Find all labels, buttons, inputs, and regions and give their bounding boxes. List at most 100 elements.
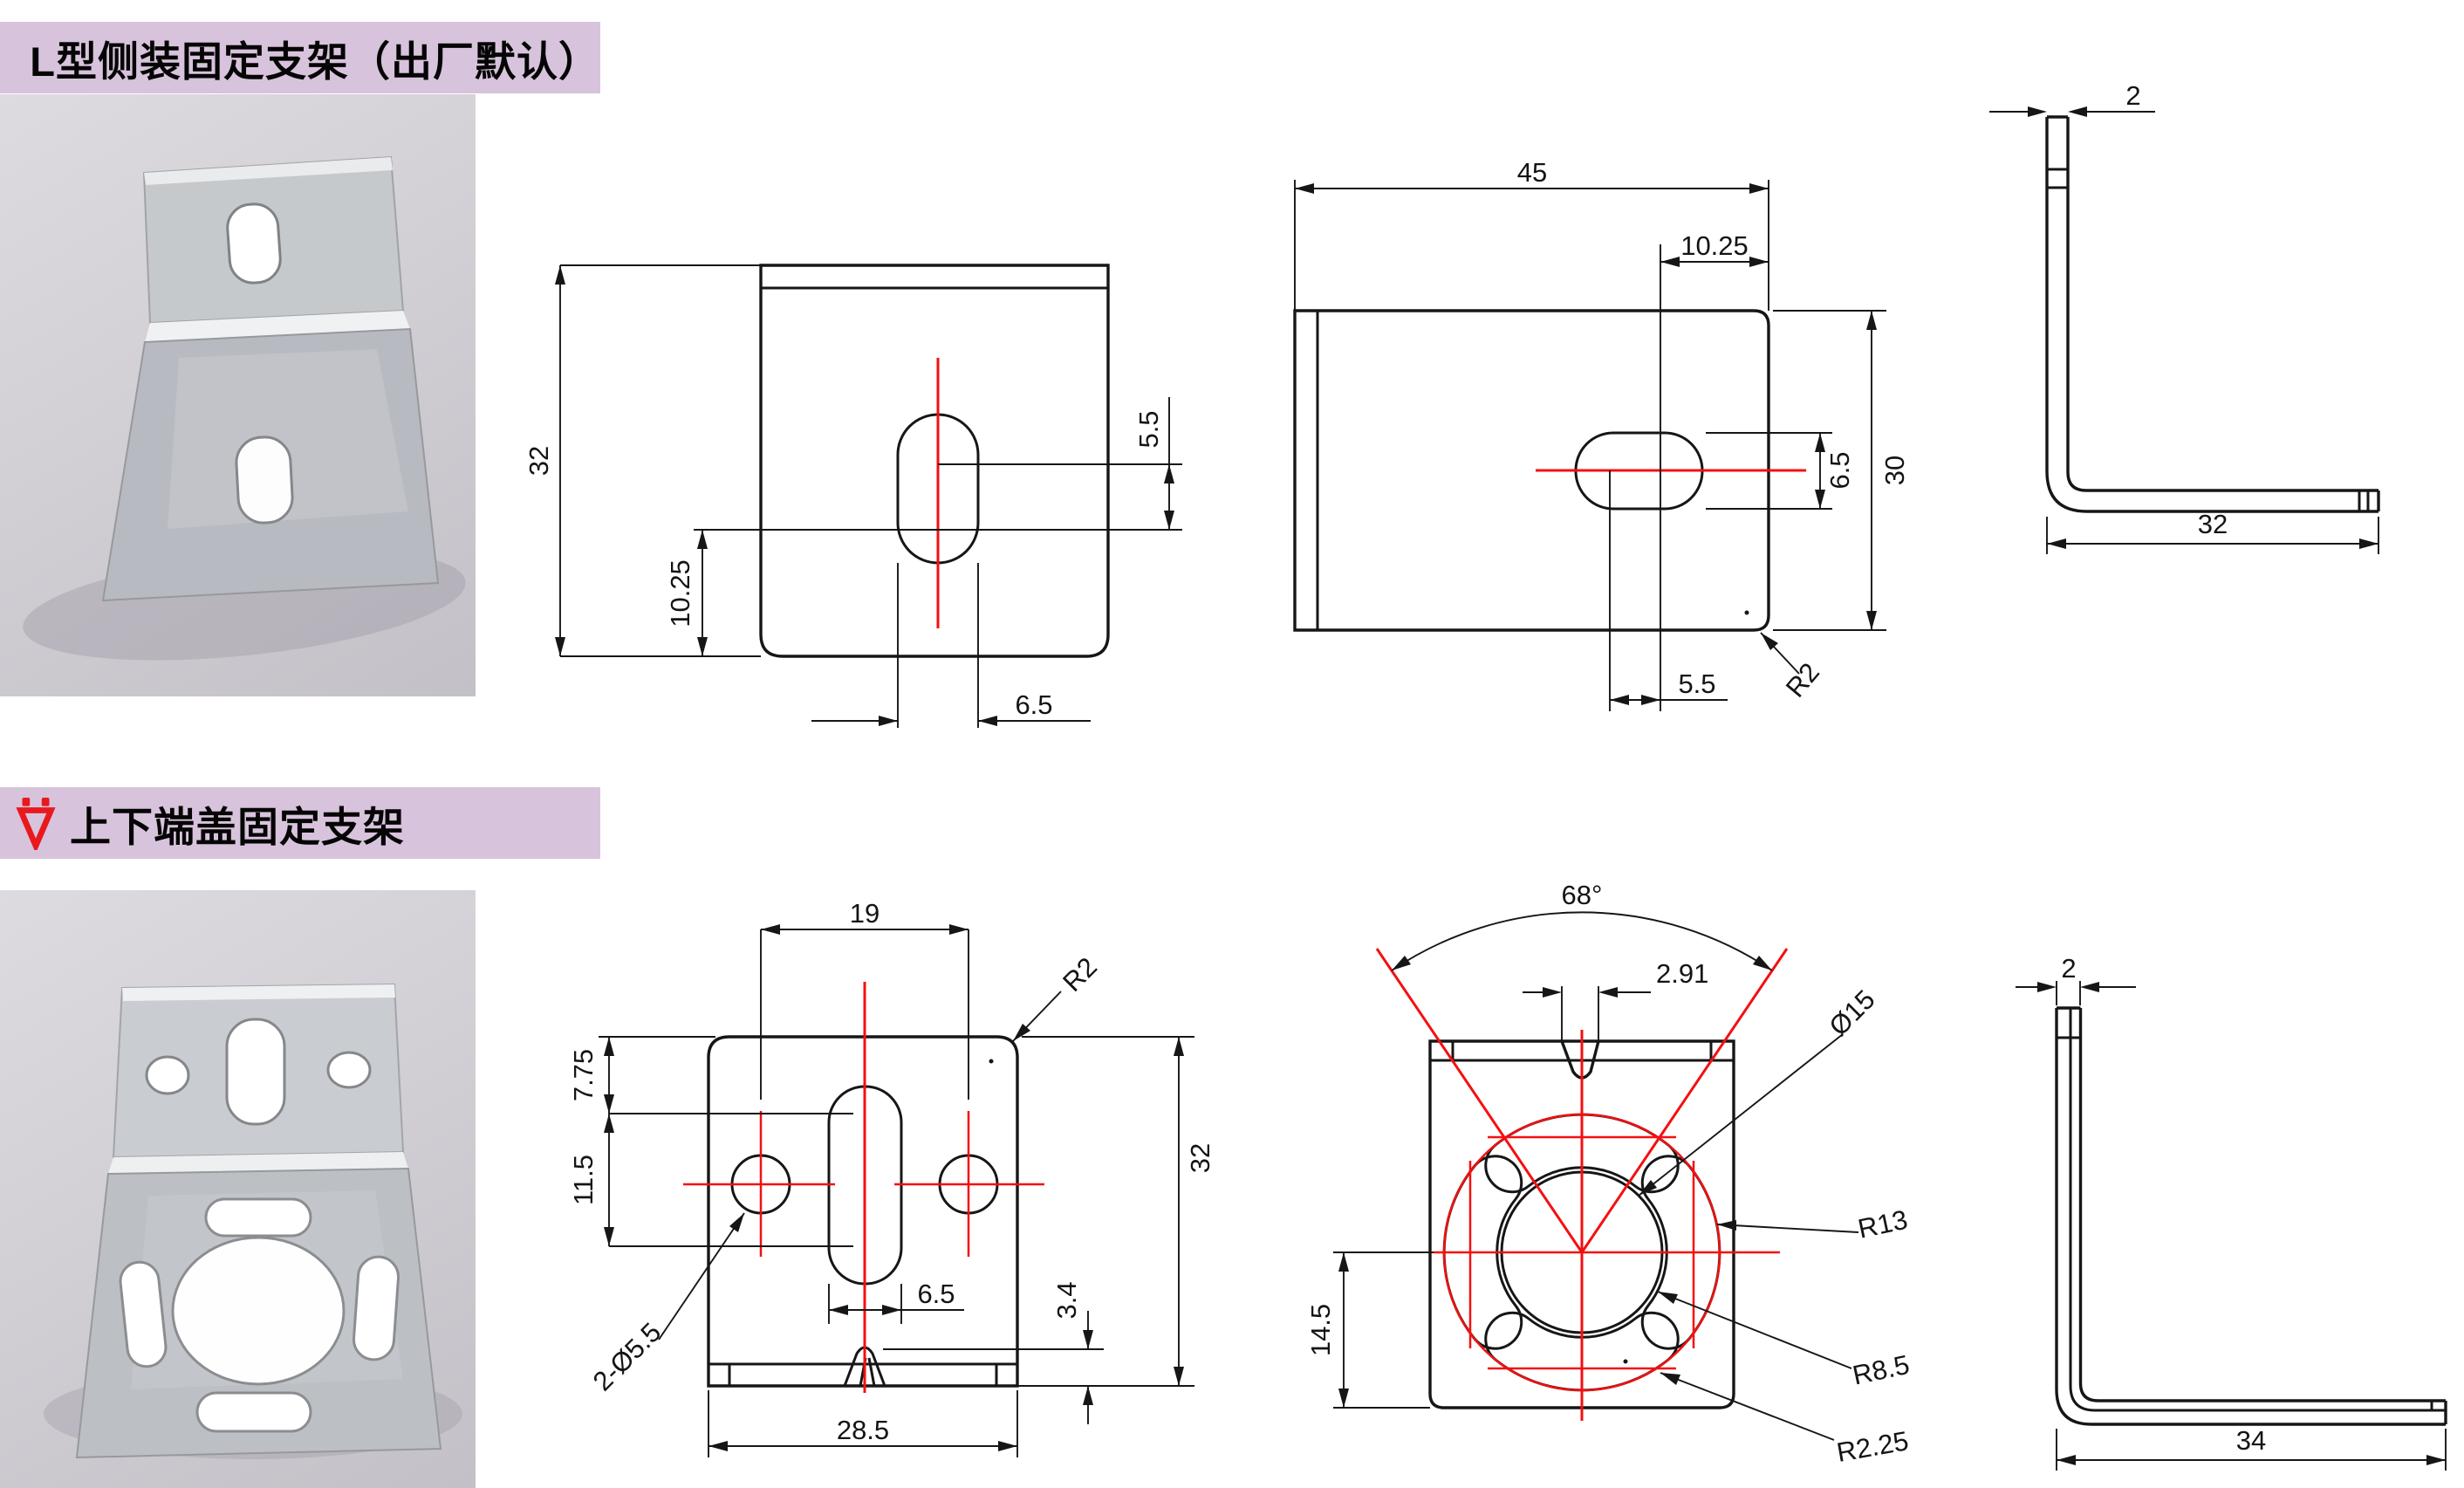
- dim-text-10-25: 10.25: [665, 559, 695, 627]
- dim-height-32: 32: [1022, 1036, 1215, 1387]
- dim-text-r2: R2: [1780, 657, 1825, 703]
- dim-text-68: 68°: [1562, 880, 1603, 910]
- dim-height-32: 32: [524, 264, 761, 657]
- dim-text-3-4: 3.4: [1051, 1281, 1082, 1319]
- section1-header: L型侧装固定支架（出厂默认）: [0, 22, 600, 93]
- dim-text-14-5: 14.5: [1309, 1304, 1336, 1356]
- punch-mark: [1623, 1359, 1628, 1364]
- dim-text-32: 32: [2198, 509, 2228, 539]
- part-outline: [2045, 115, 2380, 513]
- drawing-end-cap-back-view: 68° 2.91 14.5 Ø15 R13: [1309, 880, 1912, 1468]
- punch-mark: [1744, 610, 1749, 615]
- callout-corner-r2: R2: [1760, 632, 1825, 703]
- section2-title: 上下端盖固定支架: [70, 803, 405, 850]
- right-arc-slot: [352, 1255, 400, 1361]
- centerlines: [1375, 948, 1789, 1421]
- dim-offset-10-25: 10.25: [665, 529, 1182, 656]
- punch-mark: [989, 1059, 994, 1064]
- left-hole: [145, 1055, 190, 1095]
- section2-header: 上下端盖固定支架: [0, 787, 600, 859]
- dim-text-19: 19: [850, 898, 880, 929]
- callout-corner-r2: R2: [1012, 951, 1103, 1042]
- dim-text-r2-25: R2.25: [1834, 1425, 1911, 1468]
- dim-tab-3-4: 3.4: [883, 1281, 1104, 1424]
- dim-text-d15: Ø15: [1823, 984, 1880, 1041]
- dim-text-r8-5: R8.5: [1850, 1349, 1912, 1391]
- dim-notch-2-91: 2.91: [1523, 958, 1708, 1041]
- dim-text-45: 45: [1517, 157, 1547, 188]
- part-outline: [707, 1035, 1019, 1388]
- base-slot-hole: [235, 435, 294, 525]
- dim-depth-30: 30: [1773, 310, 1910, 631]
- dim-text-5-5: 5.5: [1678, 669, 1715, 699]
- drawing-l-bracket-front-view: 32 10.25 5.5 6.5: [524, 264, 1182, 728]
- part-outline: [759, 264, 1110, 658]
- bend-highlight: [108, 1152, 408, 1174]
- dim-text-6-5: 6.5: [1015, 689, 1052, 720]
- section1-photo: [0, 94, 476, 696]
- center-slot-hole: [225, 1018, 286, 1126]
- bend-highlight: [145, 311, 410, 342]
- bracket-upright-face: [142, 155, 405, 325]
- dim-thickness-2: 2: [1989, 80, 2155, 117]
- dim-width-45: 45: [1294, 157, 1769, 311]
- dim-leg-34: 34: [2056, 1425, 2447, 1471]
- brand-logo-icon: [16, 797, 56, 850]
- drawing-l-bracket-top-view: 45 10.25 6.5 30 5.5 R2: [1293, 157, 1910, 711]
- dim-text-2: 2: [2125, 80, 2140, 111]
- dim-slot-width-6-5: 6.5: [828, 1279, 964, 1324]
- dim-text-2-91: 2.91: [1656, 958, 1708, 989]
- dim-text-r2: R2: [1057, 951, 1103, 998]
- dim-hole-pitch-19: 19: [760, 898, 969, 1100]
- l-bracket-photo: [23, 155, 466, 661]
- dim-text-34: 34: [2236, 1425, 2266, 1456]
- callout-r13: R13: [1716, 1204, 1910, 1245]
- section2-photo: [0, 890, 476, 1488]
- section1-title: L型侧装固定支架（出厂默认）: [30, 38, 600, 85]
- angle-ray-right: [1580, 948, 1789, 1253]
- drawing-end-cap-front-view: 19 R2 7.75 11.5 2-Ø5.5: [568, 898, 1215, 1457]
- callout-bore-d15: Ø15: [1638, 984, 1881, 1197]
- dim-leg-32: 32: [2046, 509, 2379, 554]
- bracket-base-face: [101, 327, 440, 602]
- dim-text-32: 32: [524, 446, 554, 476]
- dim-text-28-5: 28.5: [837, 1415, 889, 1445]
- dim-text-6-5: 6.5: [1824, 451, 1855, 489]
- dim-angle-68: 68°: [1391, 880, 1773, 971]
- callout-r8-5: R8.5: [1657, 1291, 1912, 1391]
- center-bore: [171, 1236, 346, 1386]
- angle-ray-left: [1375, 948, 1584, 1253]
- dim-offset-11-5: 11.5: [568, 1114, 853, 1247]
- bottom-arc-slot: [195, 1391, 312, 1433]
- top-arc-slot: [204, 1197, 312, 1238]
- bracket-upright-face: [112, 983, 405, 1159]
- bracket-base-face: [75, 1167, 442, 1459]
- dim-text-10-25: 10.25: [1680, 230, 1749, 261]
- dim-offset-5-5: 5.5: [1610, 669, 1728, 705]
- left-arc-slot: [119, 1260, 168, 1368]
- end-cap-bracket-photo: [44, 983, 462, 1459]
- drawing-l-bracket-side-view: 2 32: [1989, 80, 2380, 554]
- part-outline: [2055, 1006, 2447, 1426]
- upright-slot-hole: [226, 202, 282, 285]
- dim-offset-7-75: 7.75: [568, 1036, 853, 1114]
- dim-offset-5-5: 5.5: [938, 397, 1182, 530]
- dim-slot-width-6-5: 6.5: [811, 563, 1091, 728]
- dim-width-28-5: 28.5: [708, 1390, 1018, 1457]
- centerlines: [683, 982, 1044, 1393]
- right-hole: [326, 1051, 372, 1089]
- dim-text-7-75: 7.75: [568, 1049, 599, 1101]
- dim-text-32: 32: [1185, 1143, 1215, 1173]
- dim-text-2: 2: [2061, 953, 2076, 984]
- dim-text-30: 30: [1879, 456, 1910, 485]
- dim-slot-height-6-5: 6.5: [1706, 432, 1855, 510]
- dim-text-11-5: 11.5: [568, 1155, 599, 1205]
- dim-offset-10-25: 10.25: [1660, 230, 1769, 267]
- drawing-end-cap-side-view: 2 34: [2016, 953, 2447, 1471]
- dim-text-r13: R13: [1855, 1204, 1910, 1245]
- dim-text-5-5: 5.5: [1133, 410, 1164, 448]
- dim-text-2-d5-5: 2-Ø5.5: [587, 1317, 667, 1397]
- dim-text-6-5: 6.5: [917, 1279, 955, 1309]
- dim-offset-14-5: 14.5: [1309, 1251, 1434, 1409]
